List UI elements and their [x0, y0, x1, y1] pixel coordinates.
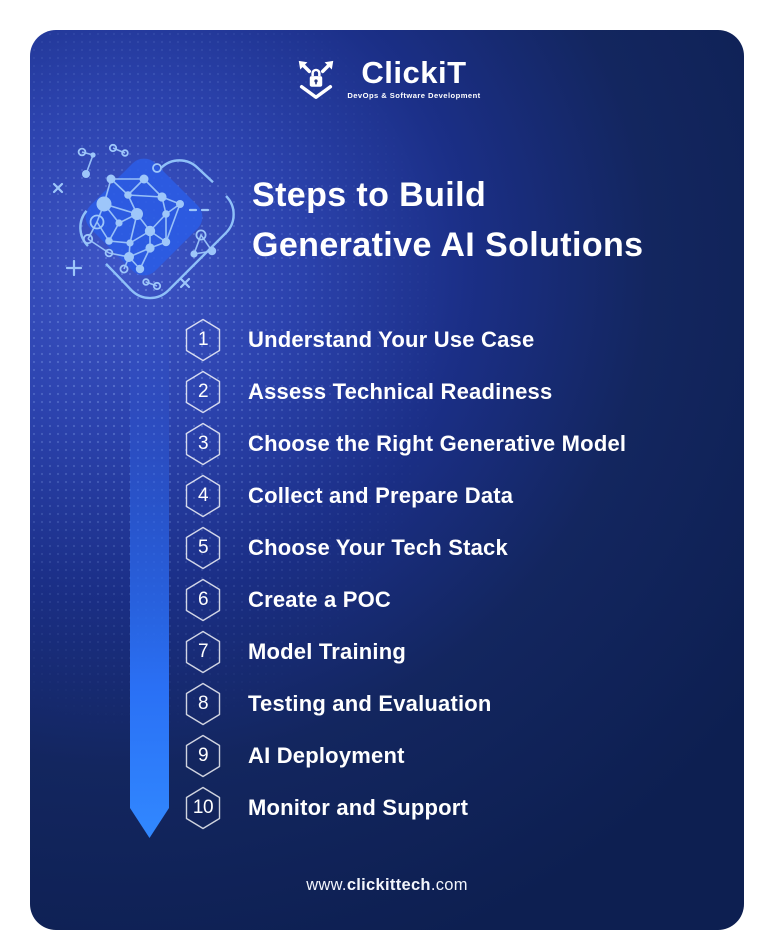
step-number: 8	[197, 693, 209, 714]
network-nodes	[82, 152, 217, 274]
hexagon-icon	[185, 370, 221, 414]
step-label: Monitor and Support	[248, 795, 469, 820]
step-label: Testing and Evaluation	[248, 691, 492, 716]
step-label: Create a POC	[248, 587, 392, 612]
page-title: Steps to Build Generative AI Solutions	[252, 170, 643, 270]
step-label: Choose the Right Generative Model	[248, 431, 627, 456]
network-hollow-nodes	[77, 143, 207, 291]
step-number: 6	[197, 589, 209, 610]
hexagon-icon	[185, 318, 221, 362]
step-row-9: 9 AI Deployment	[184, 730, 724, 782]
step-number-hexagon: 4	[184, 474, 222, 518]
title-line-2: Generative AI Solutions	[252, 226, 644, 264]
step-label: Choose Your Tech Stack	[248, 535, 508, 560]
step-row-6: 6 Create a POC	[184, 574, 724, 626]
hexagon-icon	[185, 474, 221, 518]
step-number-hexagon: 2	[184, 370, 222, 414]
step-row-1: 1 Understand Your Use Case	[184, 314, 724, 366]
step-number-hexagon: 3	[184, 422, 222, 466]
footer-url: www.clickittech.com	[30, 876, 744, 895]
step-number-hexagon: 9	[184, 734, 222, 778]
step-number-hexagon: 5	[184, 526, 222, 570]
brand-text-block: ClickiT DevOps & Software Development	[347, 55, 481, 101]
hexagon-icon	[185, 630, 221, 674]
step-number: 2	[197, 381, 209, 402]
step-number-hexagon: 1	[184, 318, 222, 362]
step-row-10: 10 Monitor and Support	[184, 782, 724, 834]
step-label: AI Deployment	[248, 743, 405, 768]
step-number-hexagon: 10	[184, 786, 222, 830]
step-number-hexagon: 7	[184, 630, 222, 674]
step-row-4: 4 Collect and Prepare Data	[184, 470, 724, 522]
brand-logo: ClickiT DevOps & Software Development	[30, 56, 744, 103]
hexagon-icon	[185, 786, 221, 830]
brand-tagline: DevOps & Software Development	[347, 91, 481, 100]
step-number: 3	[197, 433, 209, 454]
step-number: 10	[192, 797, 214, 818]
title-line-1: Steps to Build	[252, 176, 487, 214]
hexagon-icon	[185, 578, 221, 622]
step-label: Understand Your Use Case	[248, 327, 535, 352]
neural-network-illustration	[52, 143, 235, 300]
footer-url-domain: clickittech	[346, 876, 431, 894]
step-label: Collect and Prepare Data	[248, 483, 514, 508]
step-number-hexagon: 8	[184, 682, 222, 726]
step-number: 9	[197, 745, 209, 766]
step-label: Model Training	[248, 639, 407, 664]
decoration-marks	[52, 182, 210, 289]
step-row-5: 5 Choose Your Tech Stack	[184, 522, 724, 574]
step-number: 5	[197, 537, 209, 558]
step-number: 1	[197, 329, 209, 350]
step-number: 4	[197, 485, 209, 506]
step-row-8: 8 Testing and Evaluation	[184, 678, 724, 730]
step-label: Assess Technical Readiness	[248, 379, 553, 404]
brand-name: ClickiT	[361, 55, 467, 90]
hexagon-icon	[185, 734, 221, 778]
step-row-3: 3 Choose the Right Generative Model	[184, 418, 724, 470]
diamond-fill	[85, 158, 203, 276]
footer-url-prefix: www.	[306, 876, 347, 894]
hexagon-icon	[185, 422, 221, 466]
step-row-7: 7 Model Training	[184, 626, 724, 678]
timeline-arrow	[130, 298, 169, 838]
infographic-card: ClickiT DevOps & Software Development	[30, 30, 744, 930]
steps-list: 1 Understand Your Use Case 2 Assess Tech…	[184, 314, 724, 834]
hexagon-icon	[185, 682, 221, 726]
shield-lock-arrows-icon	[299, 60, 334, 99]
step-number: 7	[197, 641, 209, 662]
hexagon-icon	[185, 526, 221, 570]
footer-url-suffix: .com	[430, 876, 468, 894]
step-row-2: 2 Assess Technical Readiness	[184, 366, 724, 418]
step-number-hexagon: 6	[184, 578, 222, 622]
